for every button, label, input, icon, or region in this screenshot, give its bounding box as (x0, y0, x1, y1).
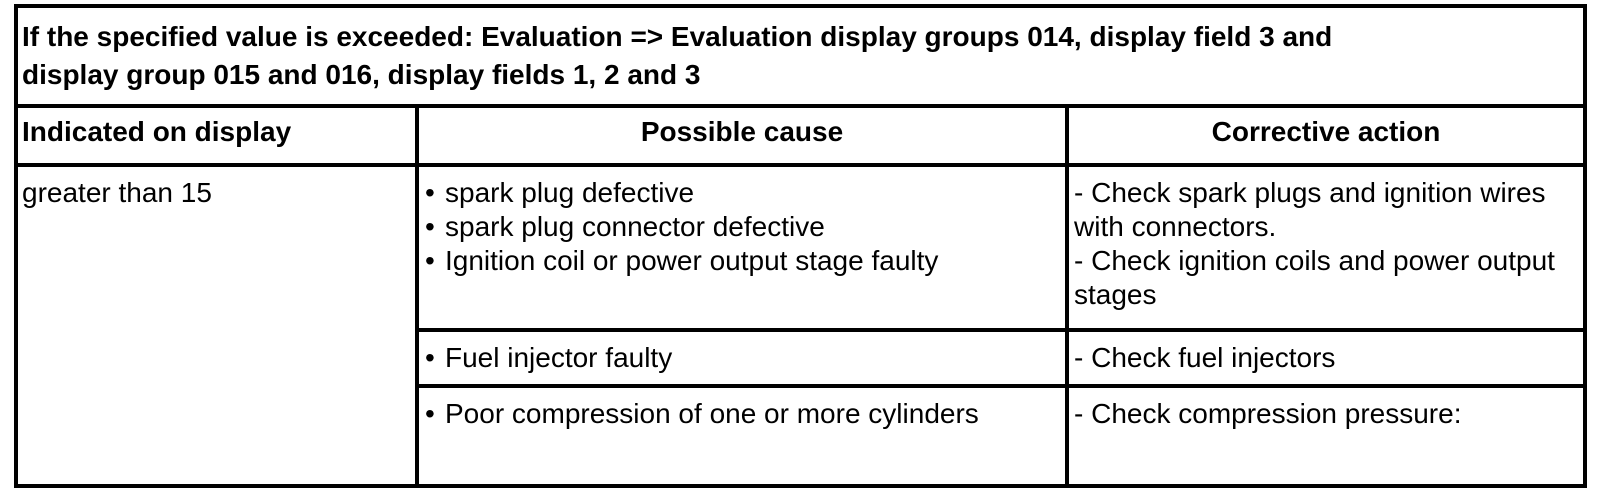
cause-list-item: • Poor compression of one or more cylind… (425, 397, 1057, 431)
cause-list-item: • Ignition coil or power output stage fa… (425, 244, 1057, 278)
cell-actions-row-1: - Check spark plugs and ignition wires w… (1065, 167, 1583, 332)
action-text: - Check ignition coils and power output … (1074, 245, 1555, 310)
bullet-icon: • (425, 398, 435, 429)
cause-text: Ignition coil or power output stage faul… (445, 245, 939, 276)
bullet-icon: • (425, 211, 435, 242)
table-title-line-2: display group 015 and 016, display field… (22, 59, 701, 90)
diagnostic-table: If the specified value is exceeded: Eval… (14, 4, 1587, 488)
column-header-corrective-action: Corrective action (1065, 108, 1583, 167)
cell-actions-row-3: - Check compression pressure: (1065, 388, 1583, 484)
cause-text: spark plug defective (445, 177, 695, 208)
cell-causes-row-3: • Poor compression of one or more cylind… (415, 388, 1065, 484)
cause-list-item: • Fuel injector faulty (425, 341, 1057, 375)
column-header-indicated-on-display: Indicated on display (18, 108, 415, 167)
bullet-icon: • (425, 245, 435, 276)
cell-causes-row-1: • spark plug defective • spark plug conn… (415, 167, 1065, 332)
action-text: - Check fuel injectors (1074, 342, 1336, 373)
bullet-icon: • (425, 342, 435, 373)
cause-text: spark plug connector defective (445, 211, 825, 242)
table-title: If the specified value is exceeded: Eval… (18, 8, 1583, 108)
cause-list-item: • spark plug connector defective (425, 210, 1057, 244)
cause-text: Fuel injector faulty (445, 342, 673, 373)
cell-indicated-value: greater than 15 (22, 177, 212, 208)
table-title-line-1: If the specified value is exceeded: Eval… (22, 21, 1333, 52)
cause-text: Poor compression of one or more cylinder… (445, 398, 979, 429)
action-text: - Check spark plugs and ignition wires w… (1074, 177, 1546, 242)
table-header-row: Indicated on display Possible cause Corr… (18, 108, 1583, 167)
cause-list-item: • spark plug defective (425, 176, 1057, 210)
cell-actions-row-2: - Check fuel injectors (1065, 332, 1583, 388)
table-body: greater than 15 • spark plug defective •… (18, 167, 1583, 484)
column-header-possible-cause: Possible cause (415, 108, 1065, 167)
action-text: - Check compression pressure: (1074, 398, 1462, 429)
bullet-icon: • (425, 177, 435, 208)
cell-causes-row-2: • Fuel injector faulty (415, 332, 1065, 388)
